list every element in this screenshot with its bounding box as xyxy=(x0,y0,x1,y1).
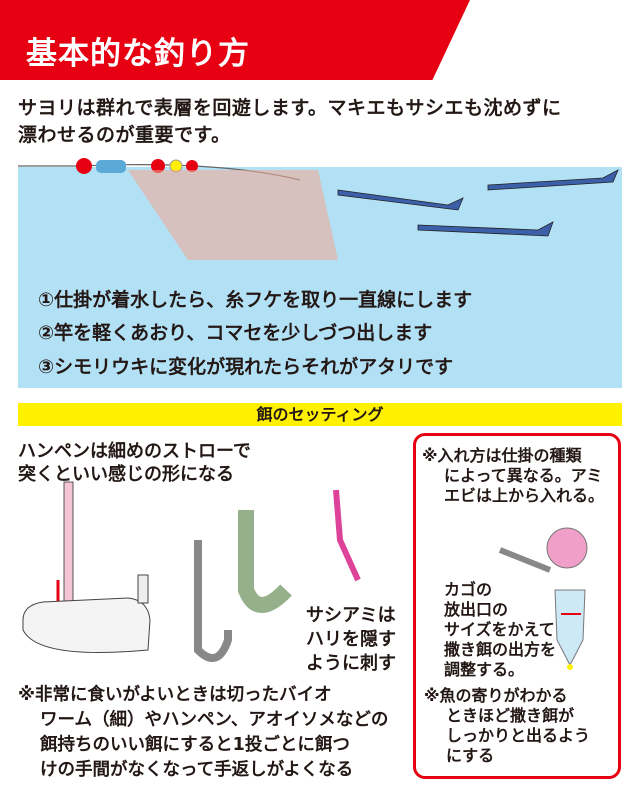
worm-icon xyxy=(238,510,292,613)
bottom-note: ※非常に食いがよいときは切ったバイオ ワーム（細）やハンペン、アオイソメなどの … xyxy=(18,683,388,783)
bottom-note-3: 餌持ちのいい餌にすると1投ごとに餌つ xyxy=(40,735,350,755)
hanpen-line-1: ハンペンは細めのストローで xyxy=(18,441,251,462)
note-box-middle: カゴの 放出口の サイズをかえて 撒き餌の出方を 調整する。 xyxy=(444,580,556,680)
bottom-note-2: ワーム（細）やハンペン、アオイソメなどの xyxy=(40,710,389,730)
note-box xyxy=(413,433,621,779)
intro-line-1: サヨリは群れで表層を回遊します。マキエもサシエも沈めずに xyxy=(18,97,562,119)
note-bottom-1: ※魚の寄りがわかる xyxy=(424,686,568,705)
shrimp-icon xyxy=(333,489,361,582)
straw-icon xyxy=(63,481,74,603)
rig-illustration xyxy=(18,158,619,260)
note-box-bottom: ※魚の寄りがわかる ときほど撒き餌が しっかりと出るよう にする xyxy=(424,686,590,766)
fish-icon xyxy=(337,169,619,237)
step-2: ②竿を軽くあおり、コマセを少しづつ出します xyxy=(38,322,433,344)
note-top-1: ※入れ方は仕掛の種類 xyxy=(422,446,582,465)
note-mid-4: 撒き餌の出方を xyxy=(444,640,557,659)
note-bottom-2: ときほど撒き餌が xyxy=(446,706,575,725)
note-mid-2: 放出口の xyxy=(444,600,509,619)
note-bottom-4: にする xyxy=(446,746,495,765)
section-title: 餌のセッティング xyxy=(18,403,622,426)
bottom-note-1: ※非常に食いがよいときは切ったバイオ xyxy=(18,685,332,705)
note-box-top: ※入れ方は仕掛の種類 によって異なる。アミ エビは上から入れる。 xyxy=(422,446,604,506)
float-icon xyxy=(76,158,92,174)
sashiami-text: サシアミは ハリを隠す ように刺す xyxy=(306,604,396,676)
basket-icon xyxy=(96,160,126,173)
worm-on-hook-icon xyxy=(194,540,232,662)
page-title: 基本的な釣り方 xyxy=(26,36,250,72)
note-mid-3: サイズをかえて xyxy=(444,620,555,639)
note-top-2: によって異なる。アミ xyxy=(444,466,603,485)
title-banner xyxy=(0,0,470,80)
note-bottom-3: しっかりと出るよう xyxy=(446,726,591,745)
bait-illustration xyxy=(22,481,361,662)
note-mid-1: カゴの xyxy=(444,580,493,599)
basket-illustration xyxy=(498,527,588,670)
sashiami-line-3: ように刺す xyxy=(306,653,396,674)
step-3: ③シモリウキに変化が現れたらそれがアタリです xyxy=(38,356,454,378)
note-top-3: エビは上から入れる。 xyxy=(444,486,605,505)
hanpen-line-2: 突くといい感じの形になる xyxy=(18,464,234,485)
sashiami-line-1: サシアミは xyxy=(306,605,396,626)
bottom-note-4: けの手間がなくなって手返しがよくなる xyxy=(40,760,354,780)
chum-cloud xyxy=(128,170,338,260)
hanpen-icon xyxy=(22,597,151,653)
sashiami-line-2: ハリを隠す xyxy=(306,629,396,650)
step-1: ①仕掛が着水したら、糸フケを取り一直線にします xyxy=(38,289,473,311)
note-mid-5: 調整する。 xyxy=(444,660,525,679)
intro-line-2: 漂わせるのが重要です。 xyxy=(18,124,231,146)
